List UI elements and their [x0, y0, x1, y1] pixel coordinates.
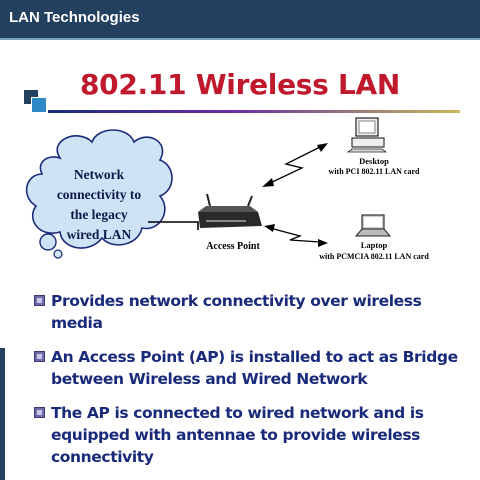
bullet-square-icon [34, 351, 45, 362]
wired-link [148, 221, 199, 230]
slide-title: 802.11 Wireless LAN [80, 68, 400, 101]
bullet-text: The AP is connected to wired network and… [51, 404, 424, 466]
header-bar: LAN Technologies [0, 0, 480, 40]
access-point-device [198, 193, 262, 228]
bullet-item: Provides network connectivity over wirel… [34, 290, 464, 334]
laptop-computer [354, 214, 392, 237]
wireless-link-desktop [262, 143, 328, 187]
cloud-label-line: Network [73, 167, 125, 182]
bullet-item: The AP is connected to wired network and… [34, 402, 464, 468]
wired-lan-cloud [25, 129, 173, 259]
cloud-label-line: wired LAN [66, 227, 132, 242]
header-title: LAN Technologies [9, 9, 140, 26]
cloud-label: Network connectivity to the legacy wired… [44, 165, 154, 245]
wireless-link-laptop [264, 224, 328, 247]
bullet-square-icon [34, 407, 45, 418]
network-diagram [25, 117, 392, 259]
decor-square-light [31, 97, 47, 113]
desktop-label: Desktop [359, 156, 389, 166]
laptop-detail: with PCMCIA 802.11 LAN card [319, 252, 429, 261]
access-point-label: Access Point [206, 241, 260, 252]
cloud-label-line: the legacy [70, 207, 128, 222]
bullet-text: Provides network connectivity over wirel… [51, 292, 422, 332]
title-underline [48, 110, 460, 113]
bullet-text: An Access Point (AP) is installed to act… [51, 348, 458, 388]
bullet-square-icon [34, 295, 45, 306]
desktop-detail: with PCI 802.11 LAN card [328, 167, 420, 176]
bullet-list: Provides network connectivity over wirel… [34, 290, 464, 480]
laptop-label: Laptop [360, 240, 388, 250]
left-accent-bar [0, 348, 5, 480]
bullet-item: An Access Point (AP) is installed to act… [34, 346, 464, 390]
desktop-computer [346, 117, 388, 153]
cloud-label-line: connectivity to [56, 187, 142, 202]
